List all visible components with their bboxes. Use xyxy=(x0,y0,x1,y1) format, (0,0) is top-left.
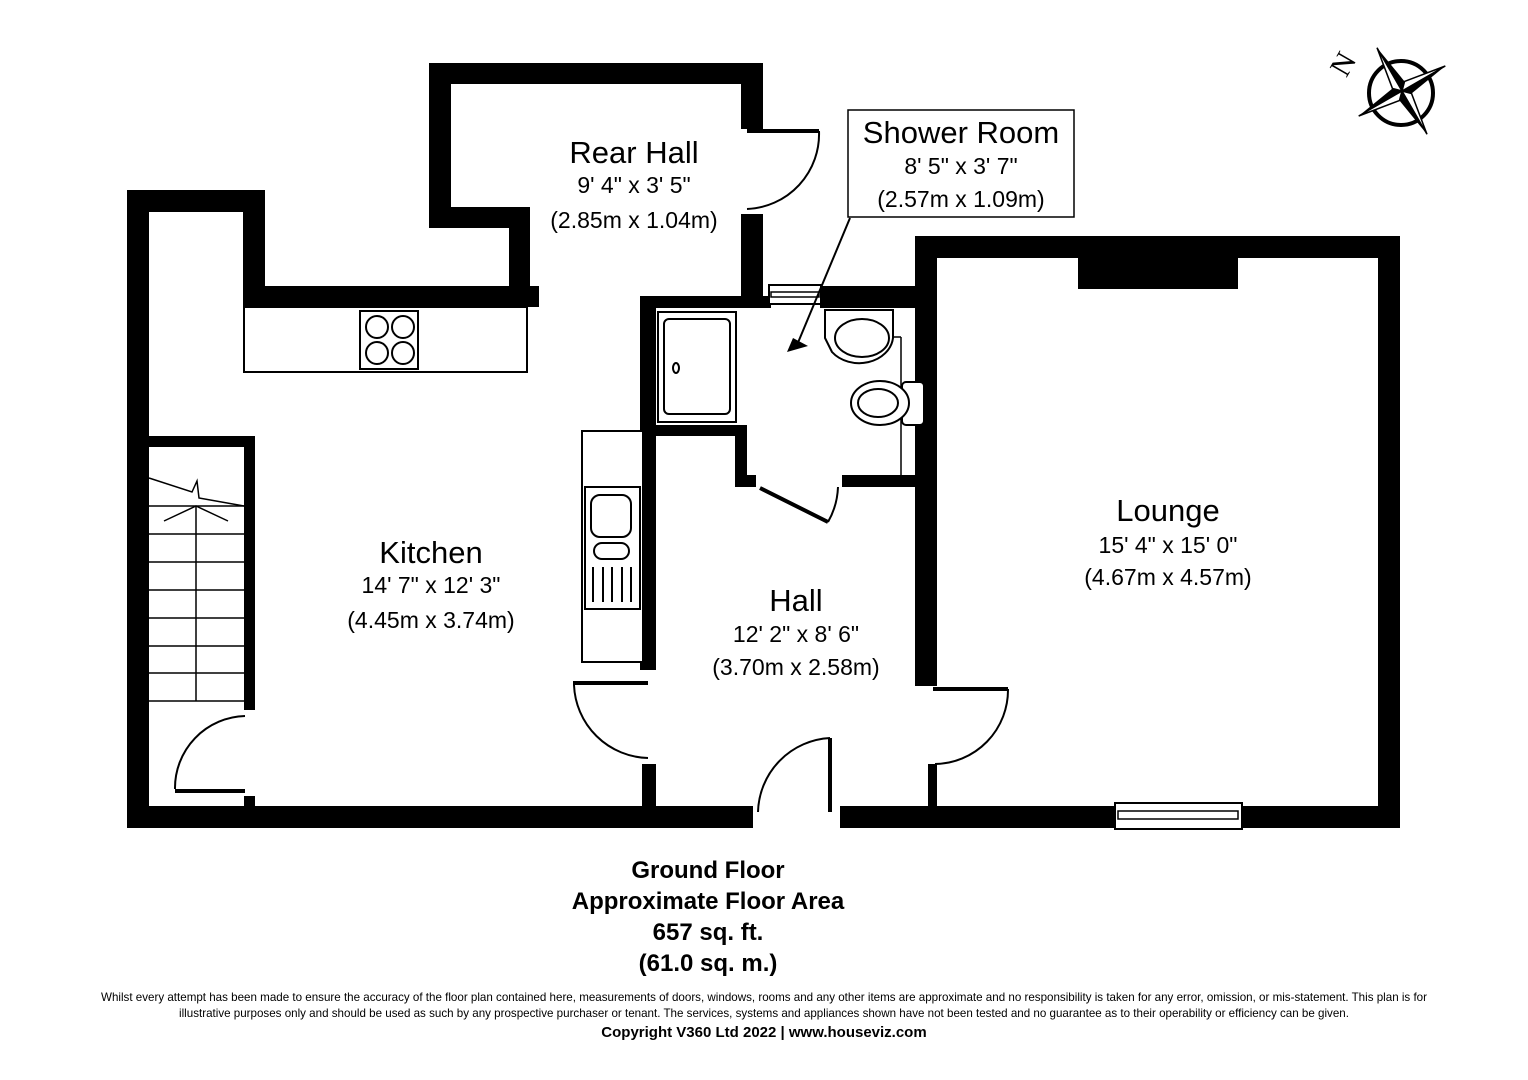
floor-area-summary: Ground Floor Approximate Floor Area 657 … xyxy=(508,855,908,979)
wash-basin-icon xyxy=(824,309,894,365)
svg-text:(2.85m x 1.04m): (2.85m x 1.04m) xyxy=(550,207,717,233)
svg-text:(4.67m x 4.57m): (4.67m x 4.57m) xyxy=(1084,564,1251,590)
disclaimer: Whilst every attempt has been made to en… xyxy=(10,990,1518,1022)
area-metric: (61.0 sq. m.) xyxy=(638,950,778,977)
svg-text:(2.57m x 1.09m): (2.57m x 1.09m) xyxy=(877,186,1044,212)
room-label-shower-room: Shower Room 8' 5" x 3' 7" (2.57m x 1.09m… xyxy=(863,115,1059,212)
room-label-hall: Hall 12' 2" x 8' 6" (3.70m x 2.58m) xyxy=(712,583,879,680)
svg-text:15' 4" x 15' 0": 15' 4" x 15' 0" xyxy=(1099,532,1238,558)
toilet-icon xyxy=(850,380,925,426)
svg-text:(4.45m x 3.74m): (4.45m x 3.74m) xyxy=(347,607,514,633)
area-imperial: 657 sq. ft. xyxy=(652,919,764,946)
svg-text:9' 4" x 3' 5": 9' 4" x 3' 5" xyxy=(577,172,690,198)
room-label-rear-hall: Rear Hall 9' 4" x 3' 5" (2.85m x 1.04m) xyxy=(550,135,717,233)
shower-room-label-box xyxy=(847,109,1075,218)
kitchen-worktop xyxy=(243,306,528,373)
shower-tray-icon xyxy=(657,311,737,423)
area-label: Approximate Floor Area xyxy=(571,888,845,915)
room-label-lounge: Lounge 15' 4" x 15' 0" (4.67m x 4.57m) xyxy=(1084,493,1251,590)
central-walls xyxy=(640,284,935,808)
compass-rose-icon: N xyxy=(1324,47,1446,135)
svg-text:12' 2" x 8' 6": 12' 2" x 8' 6" xyxy=(733,621,859,647)
disclaimer-line-1: Whilst every attempt has been made to en… xyxy=(101,991,1427,1004)
svg-text:Hall: Hall xyxy=(769,583,822,618)
svg-text:Lounge: Lounge xyxy=(1116,493,1219,528)
lounge-walls xyxy=(840,236,1400,830)
svg-text:Rear Hall: Rear Hall xyxy=(569,135,698,170)
svg-text:(3.70m x 2.58m): (3.70m x 2.58m) xyxy=(712,654,879,680)
disclaimer-line-2: illustrative purposes only and should be… xyxy=(179,1007,1349,1020)
sink-unit xyxy=(581,430,644,663)
north-label: N xyxy=(1324,47,1363,82)
room-label-kitchen: Kitchen 14' 7" x 12' 3" (4.45m x 3.74m) xyxy=(347,535,514,633)
svg-text:8' 5" x 3' 7": 8' 5" x 3' 7" xyxy=(904,153,1017,179)
svg-text:Shower Room: Shower Room xyxy=(863,115,1059,150)
pointer-arrow-icon xyxy=(796,217,851,346)
rear-hall-walls xyxy=(429,63,821,307)
staircase-icon xyxy=(148,477,245,702)
floor-name: Ground Floor xyxy=(631,857,785,884)
svg-text:14' 7" x 12' 3": 14' 7" x 12' 3" xyxy=(362,572,501,598)
hob-icon xyxy=(359,310,419,370)
svg-text:Kitchen: Kitchen xyxy=(379,535,482,570)
copyright: Copyright V360 Ltd 2022 | www.houseviz.c… xyxy=(601,1024,927,1041)
kitchen-walls xyxy=(127,190,753,828)
doors xyxy=(173,486,1010,813)
